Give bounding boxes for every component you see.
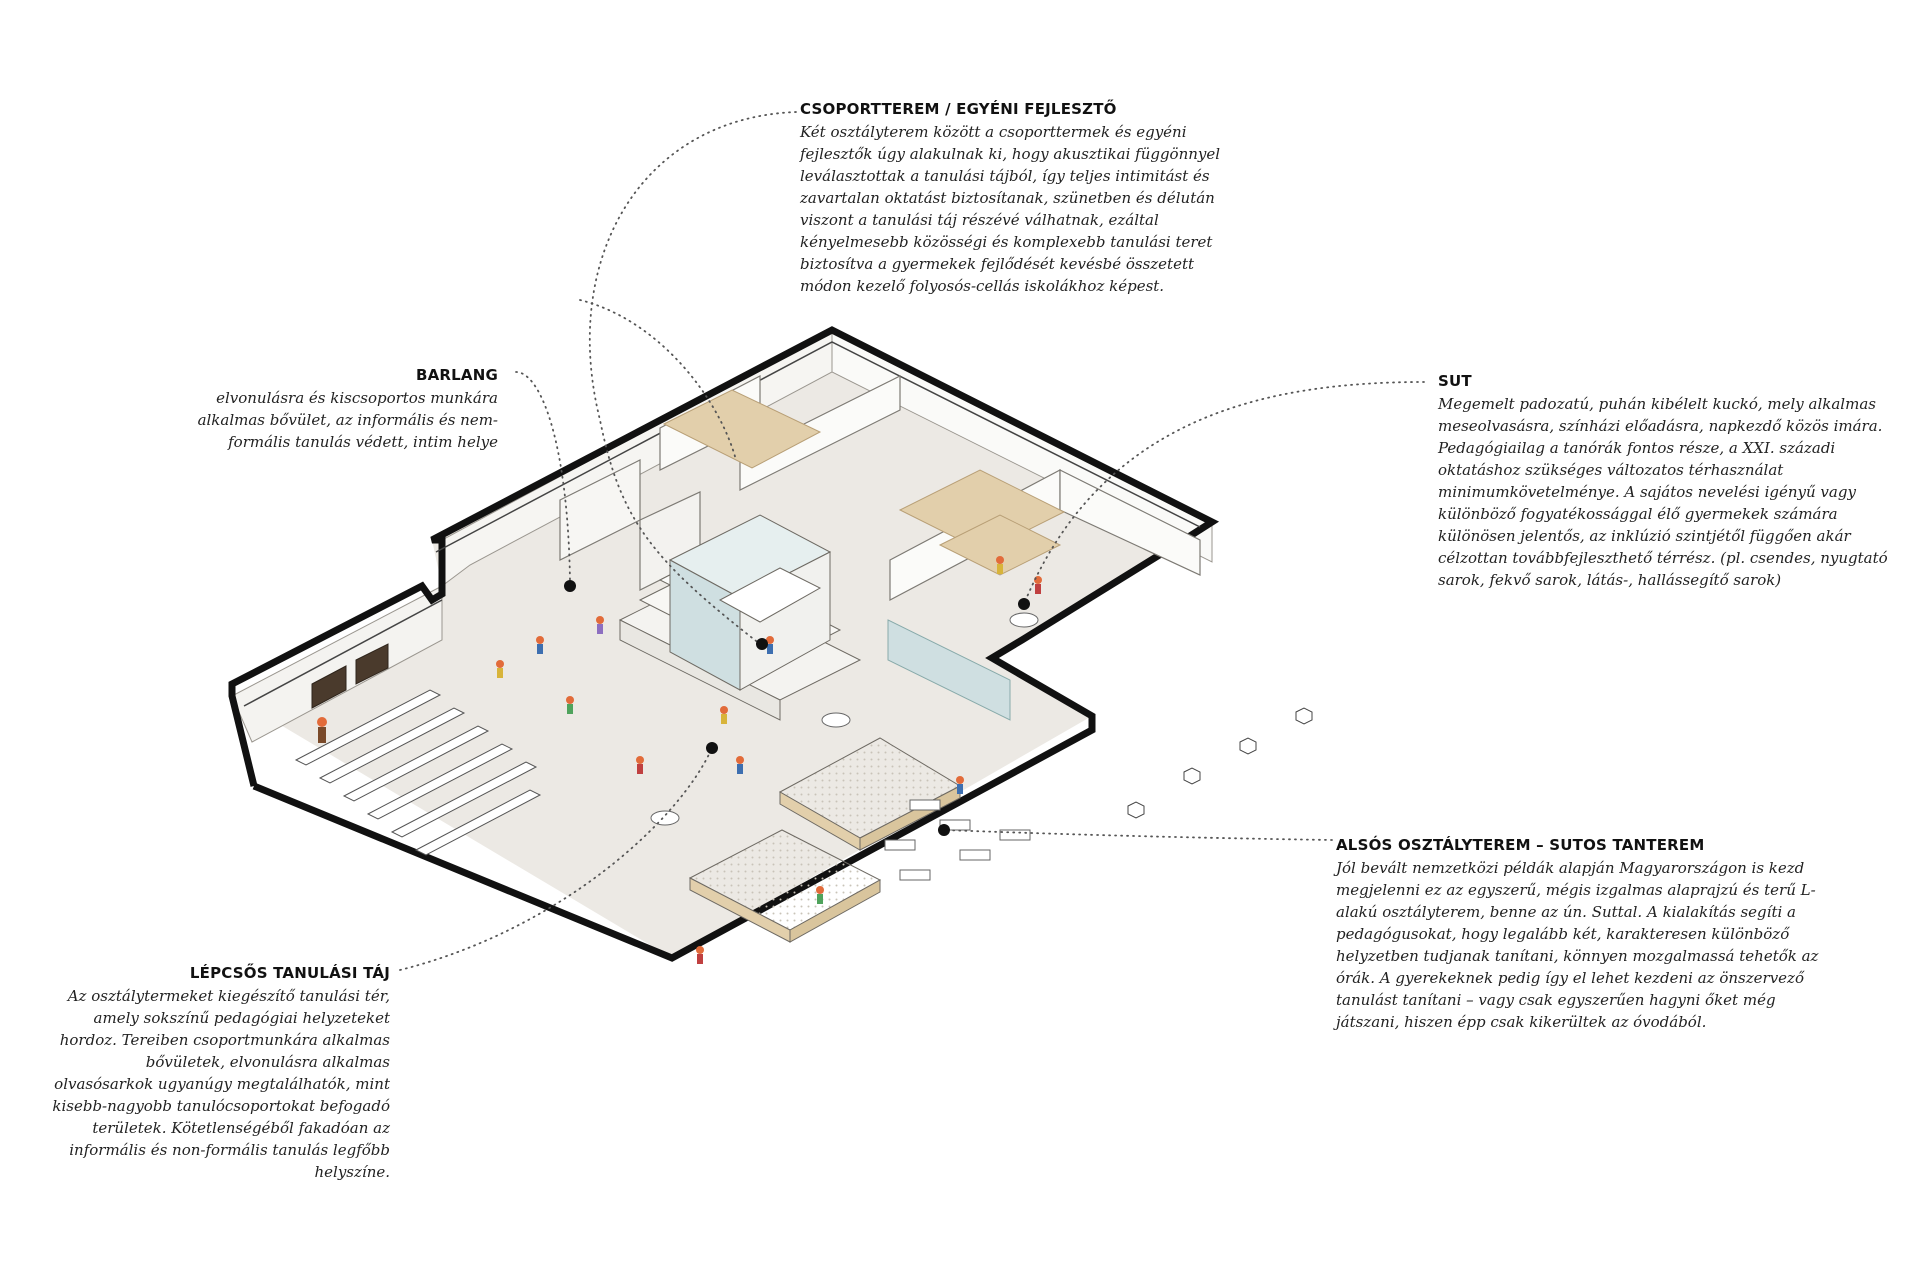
leader-sut bbox=[1023, 381, 1425, 605]
callout-lepcsos: LÉPCSŐS TANULÁSI TÁJ Az osztálytermeket … bbox=[52, 964, 390, 1183]
outer-wall bbox=[228, 326, 1220, 962]
callout-csoportterem: CSOPORTTEREM / EGYÉNI FEJLESZTŐ Két oszt… bbox=[800, 100, 1248, 297]
desks-left bbox=[294, 689, 542, 856]
floating-cubes bbox=[1127, 707, 1313, 819]
left-wall-thin bbox=[243, 599, 443, 707]
leader-dots bbox=[564, 580, 1030, 836]
callout-sut: SUT Megemelt padozatú, puhán kibélelt ku… bbox=[1438, 372, 1914, 591]
callout-sut-title: SUT bbox=[1438, 372, 1472, 390]
callout-barlang: BARLANG elvonulásra és kiscsoportos munk… bbox=[180, 366, 498, 453]
callout-lepcsos-text: Az osztálytermeket kiegészítő tanulási t… bbox=[52, 987, 390, 1181]
raised-platforms bbox=[688, 737, 962, 943]
chalkboards bbox=[311, 643, 389, 709]
wood-platforms bbox=[662, 389, 1066, 576]
arc-csoportterem-2 bbox=[579, 299, 737, 461]
callout-csoportterem-text: Két osztályterem között a csoporttermek … bbox=[800, 123, 1221, 295]
callout-also-text: Jól bevált nemzetközi példák alapján Mag… bbox=[1336, 859, 1819, 1031]
callout-csoportterem-title: CSOPORTTEREM / EGYÉNI FEJLESZTŐ bbox=[800, 100, 1117, 118]
glass-wall bbox=[887, 619, 1011, 721]
callout-barlang-title: BARLANG bbox=[415, 366, 498, 384]
callout-sut-text: Megemelt padozatú, puhán kibélelt kuckó,… bbox=[1438, 395, 1888, 589]
leader-csoportterem bbox=[588, 111, 797, 645]
leader-lines bbox=[399, 111, 1425, 971]
tables bbox=[650, 612, 1039, 881]
leader-barlang bbox=[515, 371, 571, 583]
callout-also-title: ALSÓS OSZTÁLYTEREM – SUTOS TANTEREM bbox=[1336, 836, 1705, 854]
left-wall bbox=[231, 585, 443, 743]
people bbox=[317, 556, 1042, 964]
leader-lepcsos bbox=[399, 747, 713, 971]
callout-lepcsos-title: LÉPCSŐS TANULÁSI TÁJ bbox=[189, 964, 390, 982]
callout-barlang-text: elvonulásra és kiscsoportos munkára alka… bbox=[197, 389, 498, 451]
callout-also: ALSÓS OSZTÁLYTEREM – SUTOS TANTEREM Jól … bbox=[1336, 836, 1826, 1033]
stepped-structure bbox=[618, 514, 862, 721]
leader-also bbox=[943, 829, 1333, 841]
